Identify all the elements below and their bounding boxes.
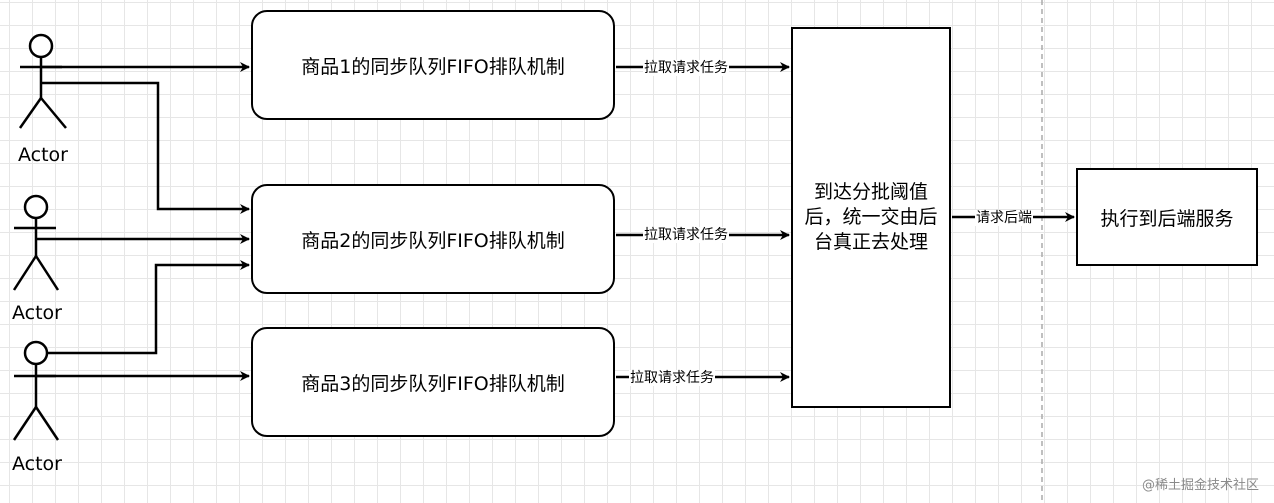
backend-service-label: 执行到后端服务 [1100, 207, 1234, 230]
backend-service-box: 执行到后端服务 [1076, 168, 1258, 266]
queue-box-product-1: 商品1的同步队列FIFO排队机制 [251, 10, 615, 120]
actor-1-figure [18, 33, 67, 129]
actor-1-label: Actor [18, 144, 68, 166]
actor-2-label: Actor [12, 302, 62, 324]
queue-box-product-2: 商品2的同步队列FIFO排队机制 [251, 184, 615, 294]
queue-3-label: 商品3的同步队列FIFO排队机制 [301, 372, 565, 395]
edge-label-pull-1: 拉取请求任务 [643, 60, 729, 76]
batch-box-line-3: 台真正去处理 [813, 231, 928, 253]
batch-box-line-1: 到达分批阈值 [813, 181, 928, 203]
queue-1-label: 商品1的同步队列FIFO排队机制 [301, 55, 565, 78]
connector-actor1-queue2 [41, 81, 250, 214]
batch-threshold-box: 到达分批阈值 后，统一交由后 台真正去处理 [791, 27, 951, 408]
edge-label-pull-3: 拉取请求任务 [629, 370, 715, 386]
edge-label-pull-2: 拉取请求任务 [643, 227, 729, 243]
edge-label-request-backend: 请求后端 [975, 210, 1033, 226]
watermark: @稀土掘金技术社区 [1142, 478, 1260, 493]
queue-box-product-3: 商品3的同步队列FIFO排队机制 [251, 327, 615, 437]
queue-2-label: 商品2的同步队列FIFO排队机制 [301, 229, 565, 252]
actor-2-figure [12, 194, 60, 291]
connector-actor3-queue2 [47, 260, 250, 355]
actor-3-figure [12, 340, 60, 441]
actor-3-label: Actor [12, 453, 62, 475]
batch-box-line-2: 后，统一交由后 [804, 206, 938, 228]
